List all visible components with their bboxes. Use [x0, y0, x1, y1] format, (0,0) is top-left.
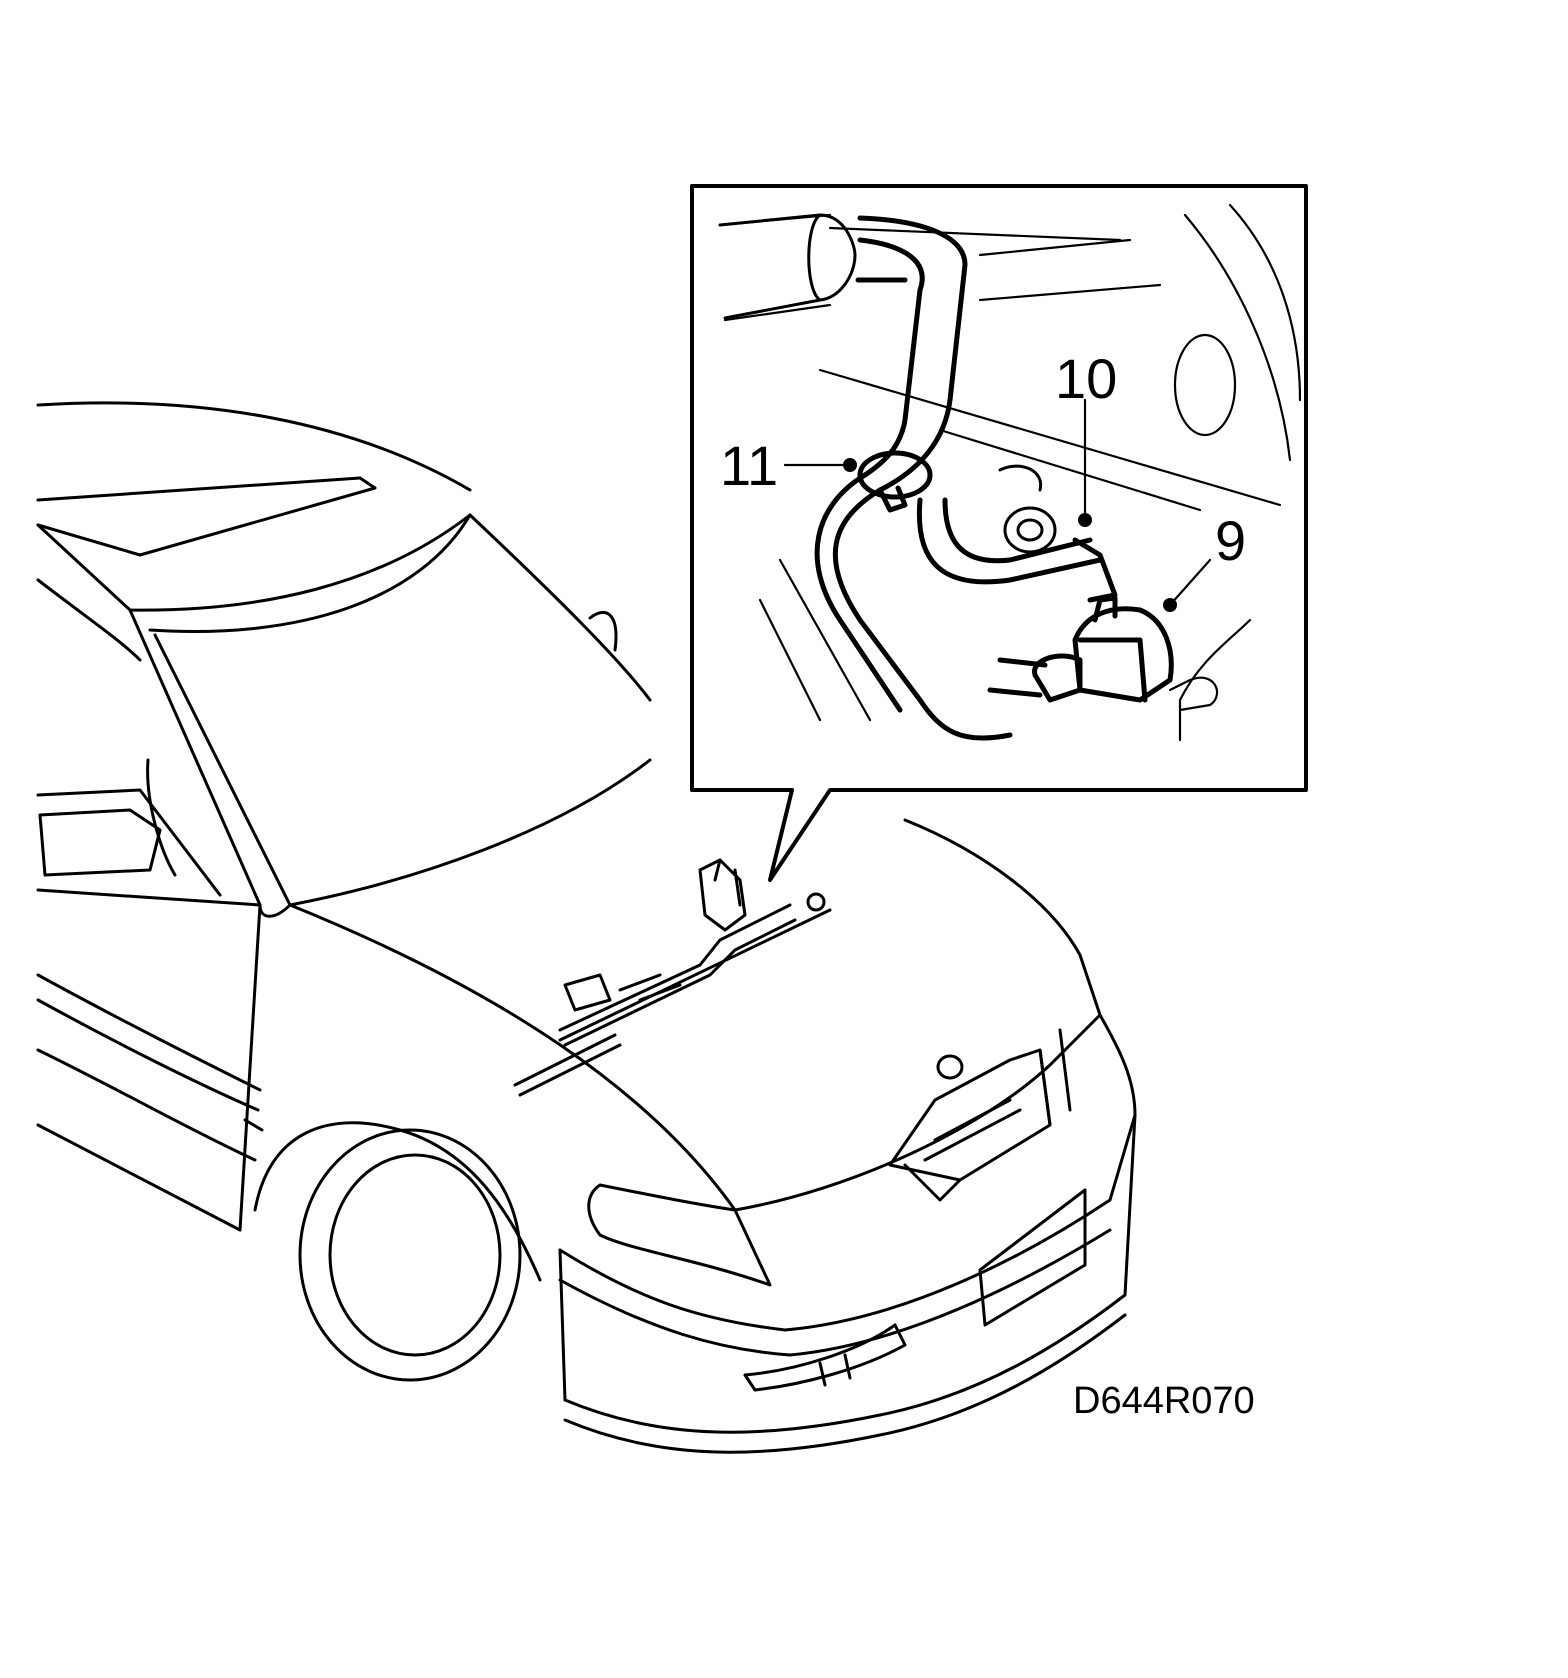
- sunroof-back: [36, 476, 362, 502]
- rack-body-top: [558, 903, 792, 1032]
- pump-pipe: [987, 657, 1048, 698]
- sunroof-outline: [36, 476, 377, 557]
- side-crease-3: [36, 1048, 257, 1162]
- grille-bars: [923, 1098, 1022, 1162]
- pump-edge: [1077, 637, 1148, 703]
- bg-brace: [978, 238, 1162, 302]
- car-illustration: [36, 401, 1137, 1454]
- bg-strut-1: [1183, 213, 1292, 462]
- windshield-right: [468, 513, 652, 702]
- bumper-bottom: [563, 1113, 1137, 1434]
- side-marker: [243, 1118, 264, 1132]
- reservoir: [718, 213, 857, 320]
- side-crease-1: [36, 973, 262, 1092]
- bumper-left: [558, 1248, 567, 1402]
- bg-crossmember-1: [818, 368, 1282, 507]
- windshield-bottom: [288, 758, 652, 907]
- fitting-10-bore: [1016, 518, 1044, 542]
- detail-inset: 11 10 9: [690, 184, 1308, 882]
- fog-light-detail: [818, 1353, 852, 1387]
- fog-light: [743, 1323, 907, 1392]
- rack-end-left: [563, 973, 612, 1012]
- steering-rack-small: [558, 858, 832, 1047]
- tie-rod-end: [806, 892, 826, 912]
- bg-cylinder: [1173, 333, 1237, 437]
- pressure-hose-outer: [832, 487, 1013, 741]
- pressure-hose-inner: [814, 472, 903, 713]
- clamp-tab: [877, 485, 908, 513]
- hood-corner: [258, 903, 292, 918]
- bg-frame-left: [758, 558, 872, 722]
- bumper-corner: [1098, 1013, 1137, 1117]
- hood-front-edge: [733, 1013, 1102, 1212]
- hood-right-edge: [903, 818, 1102, 1017]
- leader-11-dot: [843, 458, 857, 472]
- pump-outlet: [1168, 676, 1219, 712]
- rocker-line: [36, 1123, 242, 1232]
- bg-frame-right: [1178, 618, 1252, 742]
- roof-edge: [36, 401, 472, 492]
- roof-front-edge: [36, 513, 472, 612]
- hood-trim: [513, 1033, 622, 1097]
- side-window-top: [36, 578, 142, 662]
- windshield-top: [148, 513, 472, 634]
- bg-strut-2: [1228, 203, 1302, 402]
- grille-side-bars: [1038, 1028, 1072, 1127]
- rack-pipe: [618, 973, 682, 1002]
- feed-hose-inner: [942, 497, 1093, 564]
- reservoir-end: [807, 213, 822, 302]
- figure-code: D644R070: [1073, 1380, 1255, 1422]
- pump-port: [1092, 595, 1118, 623]
- rim: [328, 1153, 502, 1357]
- spoiler-lip: [563, 1313, 1127, 1454]
- fitting-10-cap: [998, 464, 1043, 492]
- rack-valve-detail: [713, 858, 742, 907]
- leader-9: [1168, 558, 1212, 607]
- hose-clamp: [857, 450, 933, 500]
- callout-10-label: 10: [1055, 347, 1117, 410]
- return-hose-inner: [857, 237, 925, 478]
- inset-frame: [690, 184, 1308, 882]
- side-mirror: [38, 808, 162, 877]
- hood-left-edge: [288, 903, 737, 1212]
- tire-outer: [298, 1128, 522, 1382]
- callout-9-label: 9: [1215, 509, 1246, 572]
- wheel-arch: [253, 1121, 542, 1282]
- headlight: [587, 1183, 772, 1287]
- pump-inlet: [1032, 653, 1083, 703]
- leader-10-dot: [1078, 513, 1092, 527]
- leader-9-dot: [1163, 598, 1177, 612]
- rack-body-bottom: [563, 918, 797, 1047]
- bumper-crease: [558, 1228, 1112, 1357]
- fitting-10-nut: [1003, 506, 1057, 554]
- hood-emblem: [936, 1054, 964, 1080]
- feed-hose-outer: [916, 497, 1103, 585]
- callout-11-label: 11: [720, 434, 778, 497]
- mirror-stem: [146, 758, 177, 877]
- windshield-left: [153, 633, 292, 907]
- license-plate: [978, 1188, 1087, 1327]
- bg-bar-left: [723, 303, 832, 322]
- pump-body: [1072, 606, 1174, 703]
- side-window-bottom: [36, 788, 222, 897]
- return-hose-outer: [857, 215, 968, 493]
- side-crease-2: [36, 998, 260, 1112]
- bumper-top: [558, 1113, 1137, 1332]
- a-pillar: [128, 608, 262, 907]
- rack-rod: [558, 908, 832, 1042]
- bg-crossmember-2: [938, 428, 1202, 512]
- grille-outline: [888, 1048, 1052, 1182]
- grille-lower: [903, 1163, 962, 1202]
- wiper-arm: [588, 611, 618, 652]
